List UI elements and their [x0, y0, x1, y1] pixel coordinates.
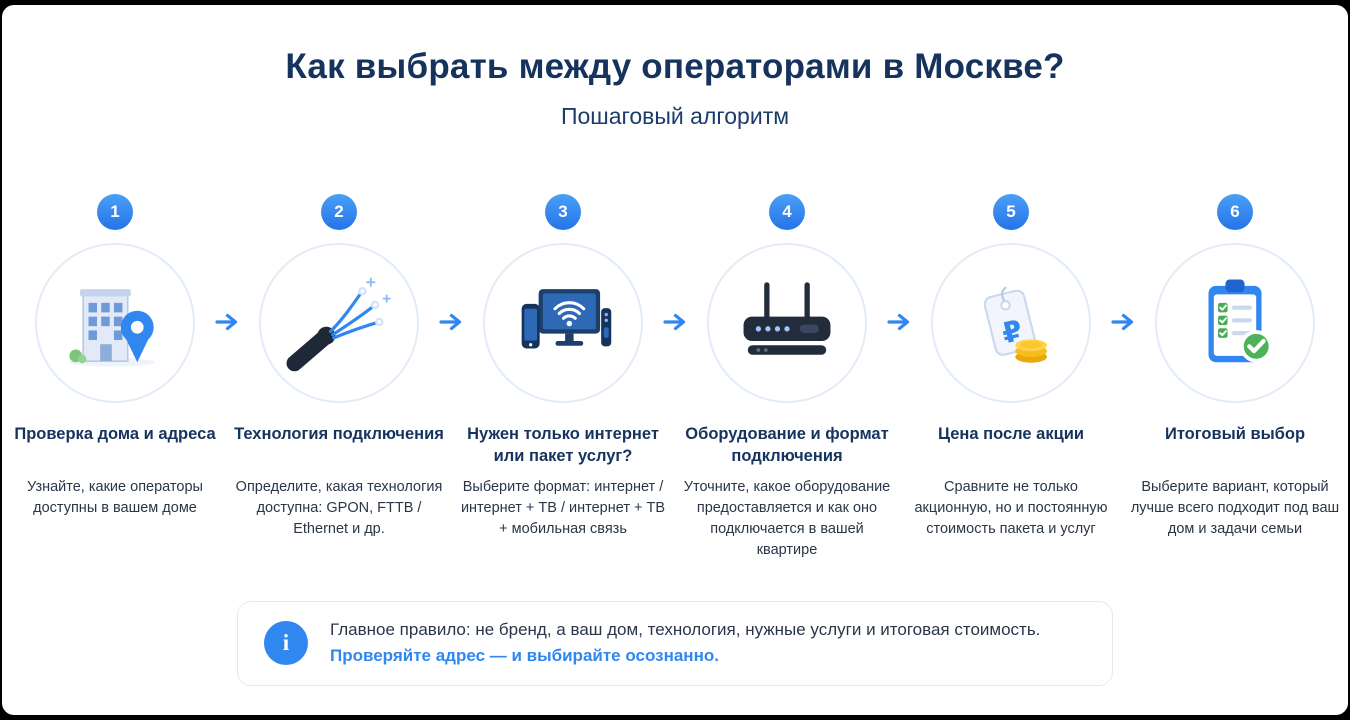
info-icon: i — [264, 621, 308, 666]
step-title: Оборудование и формат подключения — [685, 425, 889, 466]
step-number-badge: 4 — [769, 194, 805, 230]
fiber-cable-icon — [286, 277, 391, 372]
page-subtitle: Пошаговый алгоритм — [560, 103, 790, 129]
arrow-right-icon — [214, 312, 240, 332]
arrow-right-icon — [1110, 312, 1136, 332]
step-description: Узнайте, какие операторы доступны в ваше… — [27, 479, 203, 517]
arrow-right-icon — [886, 312, 912, 332]
step-description: Сравните не только акционную, но и посто… — [914, 479, 1108, 538]
step-column-1: 1 Проверка дома и адреса Узнайте, к — [14, 194, 238, 561]
step-title: Технология подключения — [234, 425, 444, 443]
callout-text: Главное правило: не бренд, а ваш дом, те… — [330, 617, 1040, 670]
router-icon — [743, 282, 831, 355]
arrow-right-icon — [662, 312, 688, 332]
step-column-4: 4 Оборудование и формат подключения Уточ… — [684, 194, 910, 561]
step-title: Проверка дома и адреса — [14, 425, 216, 443]
devices-wifi-icon — [521, 289, 612, 349]
step-number-badge: 2 — [321, 194, 357, 230]
step-icon-circle — [35, 243, 195, 403]
infographic-canvas: Как выбрать между операторами в Москве? … — [2, 5, 1348, 715]
arrow-right-icon — [438, 312, 464, 332]
checklist-icon — [1208, 279, 1273, 363]
step-column-2: 2 Технология подключения Определите, как… — [234, 194, 462, 561]
step-number-badge: 3 — [545, 194, 581, 230]
step-title: Нужен только интернет или пакет услуг? — [467, 425, 659, 466]
step-number-badge: 1 — [97, 194, 133, 230]
step-title: Цена после акции — [937, 425, 1085, 443]
price-tag-icon: ₽ — [983, 286, 1048, 363]
callout-emphasis-text: Проверяйте адрес — и выбирайте осознанно… — [330, 646, 719, 666]
step-icon-circle — [707, 243, 867, 403]
step-description: Выберите вариант, который лучше всего по… — [1130, 479, 1340, 538]
step-title: Итоговый выбор — [1164, 425, 1306, 443]
page-title: Как выбрать между операторами в Москве? — [285, 47, 1065, 86]
step-number-badge: 6 — [1217, 194, 1253, 230]
steps-row: 1 Проверка дома и адреса Узнайте, к — [14, 194, 1339, 561]
building-location-icon — [68, 289, 156, 367]
step-column-6: 6 Итогов — [1131, 194, 1339, 561]
step-column-5: 5 ₽ Цена после акции Сравните не только — [912, 194, 1134, 561]
step-icon-circle: ₽ — [931, 243, 1091, 403]
step-description: Выберите формат: интернет / интернет + Т… — [460, 479, 666, 538]
step-number-badge: 5 — [993, 194, 1029, 230]
step-icon-circle — [483, 243, 643, 403]
step-description: Уточните, какое оборудование предоставля… — [683, 479, 891, 559]
step-description: Определите, какая технология доступна: G… — [235, 479, 443, 538]
step-icon-circle — [259, 243, 419, 403]
step-icon-circle — [1155, 243, 1315, 403]
step-column-3: 3 Нужен — [461, 194, 686, 561]
callout-rule-text: Главное правило: не бренд, а ваш дом, те… — [330, 620, 1041, 640]
summary-callout: i Главное правило: не бренд, а ваш дом, … — [237, 601, 1113, 686]
